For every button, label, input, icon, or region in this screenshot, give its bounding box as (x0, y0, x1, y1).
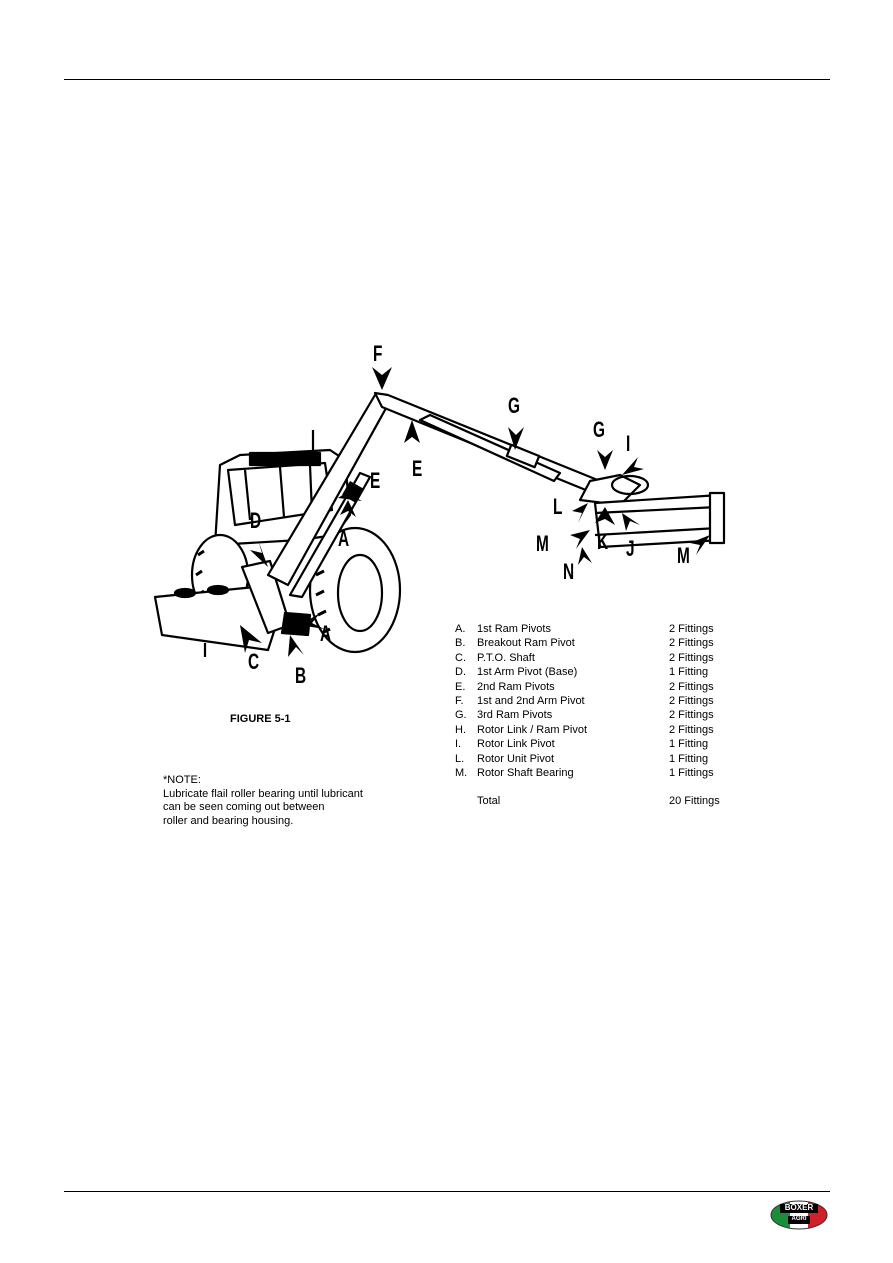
total-quantity: 20 Fittings (669, 795, 720, 808)
part-letter: B. (455, 637, 466, 650)
part-description: P.T.O. Shaft (477, 651, 535, 664)
part-quantity: 1 Fitting (669, 752, 709, 765)
note-line: can be seen coming out between (163, 801, 325, 813)
figure-label-c: C (248, 649, 260, 674)
lubrication-figure: F G G I E E D A A B C L M N K J M (150, 335, 750, 687)
part-quantity: 2 Fittings (669, 680, 714, 693)
figure-label-g: G (593, 417, 605, 442)
part-letter: I. (455, 738, 462, 751)
part-letter: M. (455, 767, 468, 780)
footer-rule (64, 1191, 830, 1192)
part-letter: H. (455, 723, 466, 736)
table-row: A. 1st Ram Pivots 2 Fittings (455, 622, 720, 636)
table-row: C. P.T.O. Shaft 2 Fittings (455, 651, 720, 665)
part-description: 2nd Ram Pivots (477, 680, 555, 693)
part-quantity: 2 Fittings (669, 623, 714, 635)
figure-label-g: G (508, 393, 520, 418)
table-row: B. Breakout Ram Pivot 2 Fittings (455, 636, 720, 650)
figure-caption: FIGURE 5-1 (230, 713, 291, 725)
total-row: Total 20 Fittings (455, 780, 720, 808)
part-description: 1st Ram Pivots (477, 623, 551, 635)
part-description: Rotor Link Pivot (477, 738, 555, 751)
figure-label-f: F (373, 341, 383, 366)
header-rule (64, 79, 830, 80)
figure-label-n: N (563, 559, 575, 584)
table-row: H. Rotor Link / Ram Pivot 2 Fittings (455, 723, 720, 737)
part-quantity: 2 Fittings (669, 651, 714, 664)
boxer-agri-logo: BOXER AGRI (770, 1200, 828, 1230)
part-description: 1st and 2nd Arm Pivot (477, 695, 585, 708)
table-row: E. 2nd Ram Pivots 2 Fittings (455, 680, 720, 694)
part-description: Breakout Ram Pivot (477, 637, 575, 650)
part-letter: A. (455, 623, 466, 635)
part-description: Rotor Link / Ram Pivot (477, 723, 588, 736)
figure-label-a: A (338, 526, 350, 551)
table-row: M. Rotor Shaft Bearing 1 Fittings (455, 766, 720, 780)
note-heading: *NOTE: (163, 774, 201, 786)
table-row: D. 1st Arm Pivot (Base) 1 Fitting (455, 665, 720, 679)
lubrication-note: *NOTE: Lubricate flail roller bearing un… (163, 774, 363, 828)
part-quantity: 2 Fittings (669, 637, 714, 650)
part-quantity: 1 Fitting (669, 666, 709, 679)
figure-label-e: E (370, 468, 381, 493)
note-line: Lubricate flail roller bearing until lub… (163, 787, 363, 800)
figure-label-i: I (626, 431, 631, 456)
part-description: Rotor Shaft Bearing (477, 767, 574, 780)
note-line: roller and bearing housing. (163, 814, 294, 827)
table-row: G. 3rd Ram Pivots 2 Fittings (455, 708, 720, 722)
part-quantity: 2 Fittings (669, 723, 714, 736)
figure-label-l: L (553, 494, 563, 519)
figure-label-d: D (250, 508, 262, 533)
part-quantity: 1 Fittings (669, 767, 714, 780)
part-letter: C. (455, 651, 466, 664)
figure-label-b: B (295, 663, 307, 688)
figure-label-m: M (677, 543, 690, 568)
table-row: I. Rotor Link Pivot 1 Fitting (455, 737, 720, 751)
part-quantity: 2 Fittings (669, 709, 714, 722)
part-letter: E. (455, 680, 466, 693)
logo-brand: BOXER (784, 1203, 814, 1212)
part-description: 1st Arm Pivot (Base) (477, 666, 578, 679)
total-label: Total (477, 795, 501, 808)
figure-label-m: M (536, 531, 549, 556)
part-letter: L. (455, 752, 465, 765)
figure-label-e: E (412, 456, 423, 481)
fittings-table: A. 1st Ram Pivots 2 Fittings B. Breakout Ra… (455, 622, 720, 809)
figure-label-a: A (320, 621, 332, 646)
part-letter: G. (455, 709, 467, 722)
figure-label-k: K (597, 529, 609, 554)
table-row: F. 1st and 2nd Arm Pivot 2 Fittings (455, 694, 720, 708)
table-row: L. Rotor Unit Pivot 1 Fitting (455, 752, 720, 766)
part-quantity: 2 Fittings (669, 695, 714, 708)
part-letter: D. (455, 666, 466, 679)
logo-sub: AGRI (791, 1216, 807, 1222)
figure-label-j: J (626, 536, 635, 561)
part-letter: F. (455, 695, 464, 708)
logo-graphic (770, 1200, 828, 1230)
part-quantity: 1 Fitting (669, 738, 709, 751)
part-description: Rotor Unit Pivot (477, 752, 555, 765)
mower-illustration (153, 367, 726, 657)
part-description: 3rd Ram Pivots (477, 709, 553, 722)
